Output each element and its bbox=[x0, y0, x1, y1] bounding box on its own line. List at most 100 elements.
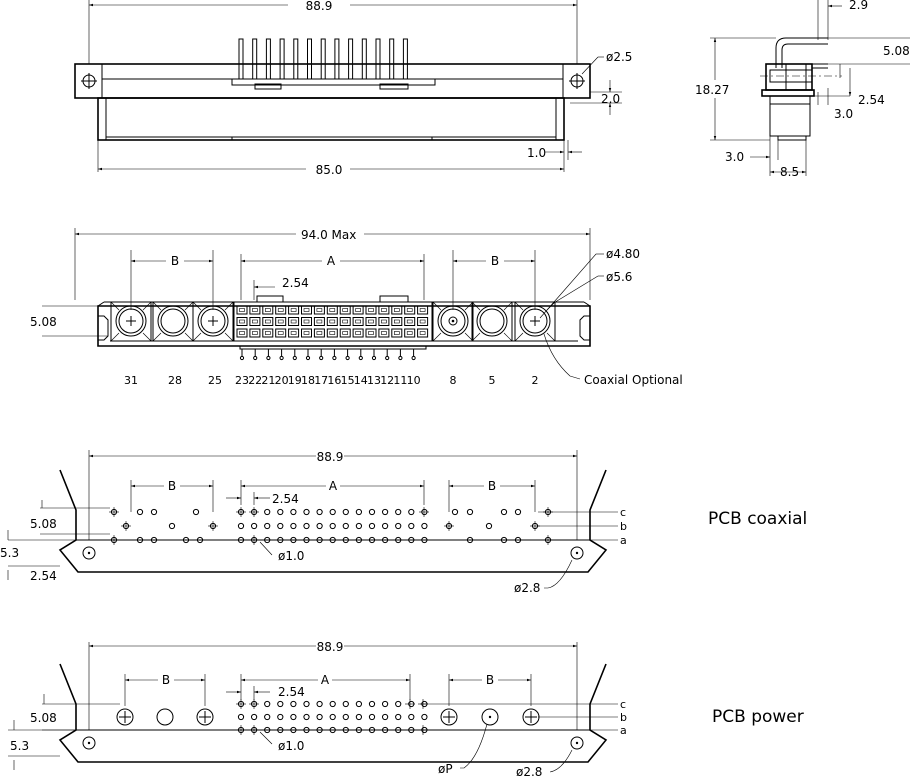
face-contact-slot bbox=[264, 331, 271, 335]
coax-cavity-inner bbox=[522, 308, 548, 334]
face-row: 5.08 bbox=[30, 315, 57, 329]
front-overall-width: 88.9 bbox=[306, 0, 333, 13]
face-contact-slot bbox=[252, 308, 258, 312]
face-contact bbox=[352, 328, 364, 338]
pin-label: 25 bbox=[208, 374, 222, 387]
pcb-hole bbox=[500, 508, 508, 516]
coax-cavity-frame bbox=[432, 301, 474, 342]
pcb-hole bbox=[277, 700, 284, 708]
pin-tail-end bbox=[266, 355, 271, 361]
face-contact-slot bbox=[316, 308, 323, 312]
pcb-hole bbox=[303, 522, 310, 530]
face-contact-slot bbox=[277, 308, 284, 312]
pcb-hole bbox=[316, 700, 323, 708]
coax-chamfer bbox=[503, 332, 513, 342]
pcb-hole bbox=[466, 508, 474, 516]
pin-label: 5 bbox=[489, 374, 496, 387]
face-contact bbox=[313, 328, 325, 338]
coax-center-dot bbox=[451, 319, 455, 323]
front-mount-dia: ø2.5 bbox=[606, 50, 632, 64]
face-contact bbox=[326, 328, 338, 338]
coax-cavity-frame bbox=[192, 301, 234, 342]
pin-tail-end bbox=[398, 355, 403, 361]
face-contact bbox=[236, 305, 248, 315]
pin-label: 28 bbox=[168, 374, 182, 387]
pcb-hole bbox=[329, 522, 336, 530]
pcb-hole bbox=[368, 726, 376, 734]
pin-tail-end bbox=[332, 355, 337, 361]
face-contact-grid bbox=[233, 301, 433, 342]
pin-label: 23 bbox=[235, 374, 249, 387]
pcbp-dim-b-right: B bbox=[486, 673, 494, 687]
pcbc-width: 88.9 bbox=[317, 450, 344, 464]
face-contact-slot bbox=[252, 331, 258, 335]
face-contact-slot bbox=[303, 308, 310, 312]
coax-cavity-frame bbox=[471, 301, 513, 342]
face-contact-slot bbox=[355, 308, 361, 312]
coax-chamfer bbox=[142, 301, 152, 311]
coax-chamfer bbox=[192, 332, 202, 342]
coax-chamfer bbox=[503, 301, 513, 311]
coax-chamfer bbox=[142, 332, 152, 342]
coax-chamfer bbox=[152, 301, 162, 311]
pcb-hole bbox=[316, 726, 323, 734]
pcb-hole bbox=[329, 700, 336, 708]
pin-tail-end bbox=[385, 355, 390, 361]
pcb-hole bbox=[290, 508, 297, 516]
pin-tail-end bbox=[411, 355, 416, 361]
face-contact bbox=[313, 317, 325, 326]
coax-cavity bbox=[437, 305, 469, 337]
front-height: 2.0 bbox=[601, 92, 620, 106]
pcb-hole bbox=[316, 508, 323, 516]
pcb-power-view: 88.9 B A B 2.54 5.08 5.3 ø1.0 øP ø2.8 c … bbox=[8, 640, 804, 776]
coax-chamfer bbox=[514, 301, 524, 311]
pcb-hole bbox=[303, 726, 310, 734]
face-dim-a: A bbox=[327, 254, 336, 268]
face-max-width: 94.0 Max bbox=[301, 228, 356, 242]
face-contact-slot bbox=[393, 331, 400, 335]
face-contact bbox=[365, 328, 377, 338]
pcb-hole bbox=[264, 700, 271, 708]
face-contact-slot bbox=[329, 331, 336, 335]
pcbc-left1: 5.3 bbox=[0, 546, 19, 560]
pcbc-dim-a: A bbox=[329, 479, 338, 493]
fin bbox=[252, 38, 258, 80]
coaxial-note: Coaxial Optional bbox=[584, 373, 683, 387]
pcb-hole bbox=[500, 536, 508, 544]
pcb-hole bbox=[355, 713, 362, 721]
pcb-hole bbox=[382, 726, 389, 734]
pcbp-mount: ø2.8 bbox=[516, 765, 542, 776]
pcb-hole bbox=[264, 713, 271, 721]
pcbp-dia-p: øP bbox=[438, 762, 453, 776]
face-contact bbox=[378, 328, 390, 338]
pin-label: 11 bbox=[393, 374, 407, 387]
pin-tail-end bbox=[305, 355, 311, 361]
pcb-hole bbox=[237, 522, 245, 530]
coax-chamfer bbox=[546, 332, 556, 342]
pcbp-dim-a: A bbox=[321, 673, 330, 687]
face-contact-slot bbox=[342, 319, 349, 324]
face-contact-slot bbox=[355, 319, 361, 324]
pcbc-row-b: b bbox=[620, 520, 627, 533]
face-contact-slot bbox=[239, 319, 245, 324]
face-contact-slot bbox=[277, 319, 284, 324]
pcbp-row-a: a bbox=[620, 724, 627, 737]
pcbp-pitch: 2.54 bbox=[278, 685, 305, 699]
coax-cavity-frame bbox=[514, 301, 556, 342]
pcb-hole bbox=[303, 508, 310, 516]
face-contact-slot bbox=[290, 319, 297, 324]
side-d5: 3.0 bbox=[725, 150, 744, 164]
fin bbox=[402, 38, 408, 80]
pcb-hole bbox=[382, 508, 389, 516]
pcb-hole bbox=[368, 522, 376, 530]
pcb-hole bbox=[277, 508, 284, 516]
face-contact bbox=[301, 305, 312, 315]
pcbc-left2: 2.54 bbox=[30, 569, 57, 583]
coax-cavity-inner bbox=[118, 308, 144, 334]
fin bbox=[238, 38, 244, 80]
coax-cavity-inner bbox=[200, 308, 226, 334]
face-contact bbox=[339, 305, 351, 315]
face-contact-slot bbox=[316, 331, 323, 335]
face-contact-slot bbox=[329, 308, 336, 312]
face-contact bbox=[391, 317, 403, 326]
